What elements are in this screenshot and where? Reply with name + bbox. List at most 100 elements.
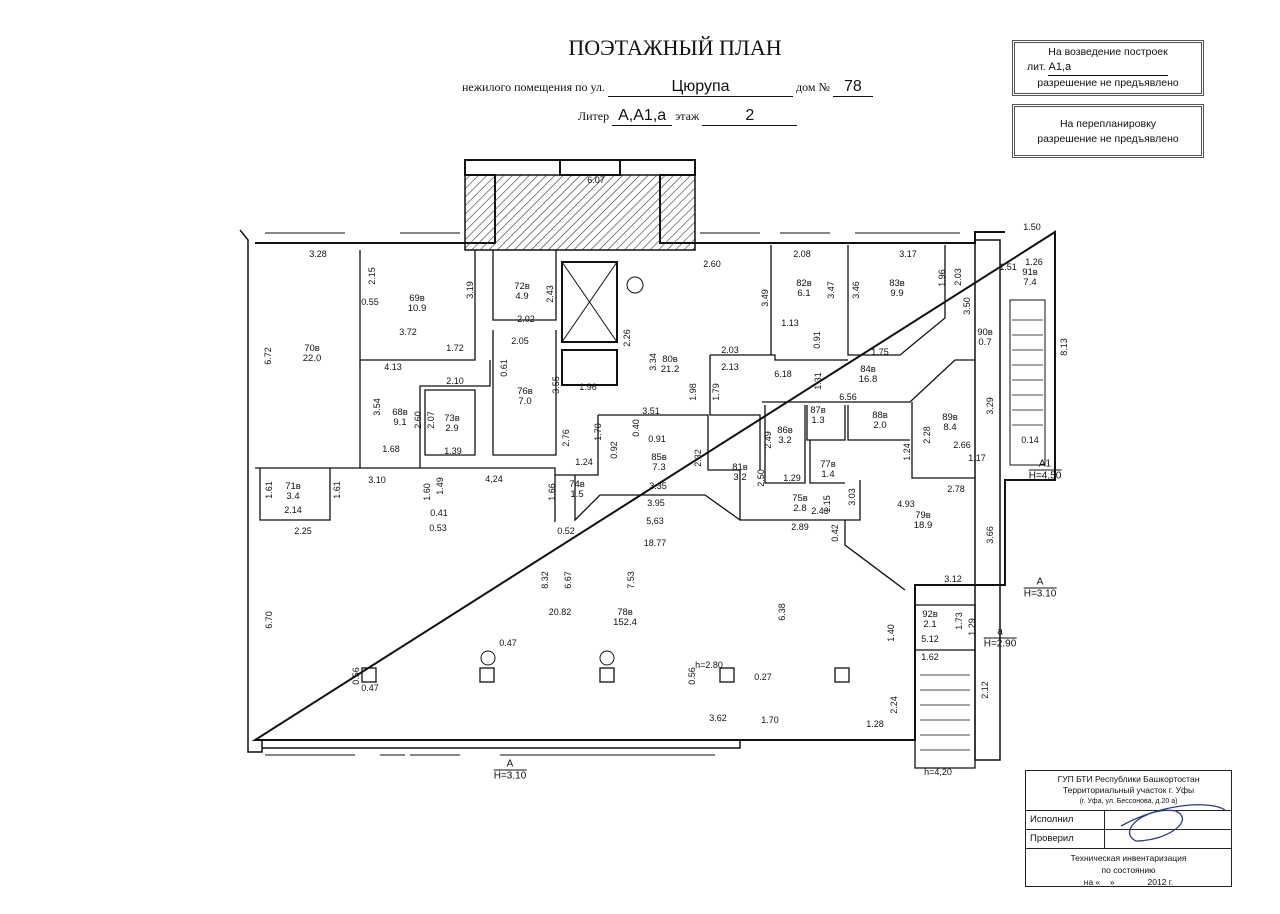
floor-prefix: этаж <box>675 109 700 123</box>
dimension-label: 3.35 <box>649 481 667 491</box>
dimension-label: 8.13 <box>1059 338 1069 356</box>
dimension-label: 0.56 <box>351 667 361 685</box>
dimension-label: 1.13 <box>781 318 799 328</box>
dimension-label: 0.42 <box>830 524 840 542</box>
room-number: 71в <box>285 481 301 492</box>
signature <box>1120 804 1227 842</box>
dimension-label: 3.12 <box>944 574 962 584</box>
room-number: 78в <box>617 607 633 618</box>
dimension-label: 4.93 <box>897 499 915 509</box>
dimension-label: 6.67 <box>563 571 573 589</box>
dimension-label: 7.53 <box>626 571 636 589</box>
stamp-inventory: по состоянию <box>1101 865 1156 875</box>
dimension-label: 1.79 <box>711 383 721 401</box>
dimension-label: 2.66 <box>953 440 971 450</box>
dimension-label: 3.50 <box>962 297 972 315</box>
dimension-label: 6.56 <box>839 392 857 402</box>
dimension-label: 1.51 <box>999 262 1017 272</box>
room-area: 2.9 <box>445 423 459 434</box>
room-number: 75в <box>792 493 808 504</box>
room-number: 91в <box>1022 267 1038 278</box>
dimension-label: 3.95 <box>647 498 665 508</box>
dimension-label: 2.10 <box>446 376 464 386</box>
dimension-label: 2.14 <box>284 505 302 515</box>
room-area: 2.8 <box>793 503 807 514</box>
dimension-label: 3.17 <box>899 249 917 259</box>
dimension-label: 1.29 <box>783 473 801 483</box>
dimension-label: 3.46 <box>851 281 861 299</box>
dimension-label: 1.70 <box>761 715 779 725</box>
dimension-label: 1.72 <box>446 343 464 353</box>
dimension-label: 1.39 <box>444 446 462 456</box>
dimension-label: 1.50 <box>1023 222 1041 232</box>
room-area: 7.4 <box>1023 277 1037 288</box>
dimension-label: h=2.80 <box>695 660 723 670</box>
stamp-org: Территориальный участок г. Уфы <box>1062 785 1195 795</box>
room-number: 92в <box>922 609 938 620</box>
address-line: нежилого помещения по ул. Цюрупа дом № 7… <box>462 78 873 97</box>
dimension-label: 4.13 <box>384 362 402 372</box>
room-area: 9.9 <box>890 288 904 299</box>
dimension-label: 2.15 <box>367 267 377 285</box>
dimension-label: 5.12 <box>921 634 939 644</box>
notice-liter: А1,а <box>1048 60 1169 76</box>
dimension-label: 1.17 <box>968 453 986 463</box>
dimension-label: 0.61 <box>499 359 509 377</box>
room-number: 87в <box>810 405 826 416</box>
title-block-stamp: ГУП БТИ Республики Башкортостан Территор… <box>1025 770 1232 887</box>
dimension-label: 3.54 <box>372 398 382 416</box>
notice-text: разрешение не предъявлено <box>1037 77 1179 89</box>
dimension-label: 2.76 <box>561 429 571 447</box>
room-area: 10.9 <box>407 303 427 314</box>
dimension-label: 18.77 <box>643 538 667 548</box>
dimension-label: 1.31 <box>813 372 823 390</box>
dimension-label: 1.26 <box>1025 257 1043 267</box>
room-area: 21.2 <box>660 364 680 375</box>
dimension-label: 1.66 <box>547 483 557 501</box>
room-number: 83в <box>889 278 905 289</box>
dimension-label: 0.14 <box>1021 435 1039 445</box>
dimension-label: 2.03 <box>953 268 963 286</box>
construction-notice-box: На возведение построек лит. А1,а разреше… <box>1012 40 1204 96</box>
floor-value: 2 <box>702 107 798 126</box>
dimension-label: 0.40 <box>631 419 641 437</box>
dimension-label: 0.47 <box>499 638 517 648</box>
room-area: 1.3 <box>811 415 825 426</box>
room-area: 18.9 <box>913 520 933 531</box>
dimension-label: 8.32 <box>540 571 550 589</box>
notice-text: На перепланировку <box>1059 118 1157 130</box>
room-area: 6.1 <box>797 288 811 299</box>
dimension-label: 3.03 <box>847 488 857 506</box>
dimension-label: 1.24 <box>575 457 593 467</box>
dimension-label: 1.98 <box>688 383 698 401</box>
room-number: 69в <box>409 293 425 304</box>
dimension-label: 1.28 <box>866 719 884 729</box>
dimension-label: 0.92 <box>609 441 619 459</box>
room-area: 2.0 <box>873 420 887 431</box>
room-number: 74в <box>569 479 585 490</box>
dimension-label: 3.47 <box>826 281 836 299</box>
room-area: 7.3 <box>652 462 666 473</box>
dimension-label: 2.43 <box>545 285 555 303</box>
dimension-label: 2.89 <box>791 522 809 532</box>
notice-liter-prefix: лит. <box>1027 61 1046 73</box>
dimension-label: 0.53 <box>429 523 447 533</box>
dimension-label: 3.10 <box>368 475 386 485</box>
room-number: 81в <box>732 462 748 473</box>
dimension-label: 2.49 <box>763 431 773 449</box>
room-number: 72в <box>514 281 530 292</box>
room-number: 88в <box>872 410 888 421</box>
dimension-label: 1.75 <box>871 347 889 357</box>
room-number: 76в <box>517 386 533 397</box>
